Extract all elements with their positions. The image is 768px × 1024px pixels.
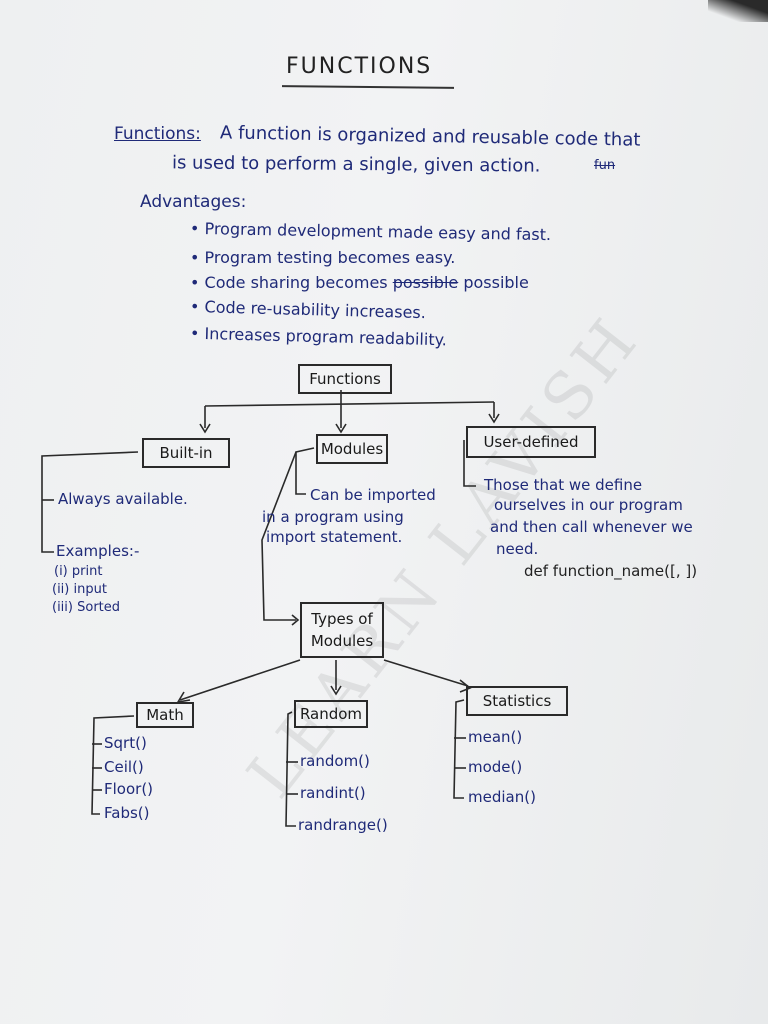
page-corner-shadow [708, 0, 768, 22]
page-title: FUNCTIONS [286, 54, 433, 79]
math-item: Floor() [104, 780, 154, 798]
node-built-in: Built-in [142, 438, 230, 468]
types-line: Modules [310, 632, 374, 650]
math-item: Sqrt() [104, 734, 147, 752]
builtin-example: (ii) input [52, 582, 107, 597]
node-functions: Functions [298, 364, 392, 394]
random-item: random() [300, 752, 370, 770]
modules-note: import statement. [266, 528, 403, 546]
statistics-item: mean() [468, 728, 523, 746]
builtin-note: Always available. [58, 490, 188, 508]
node-statistics: Statistics [466, 686, 568, 716]
user-defined-note: and then call whenever we [490, 518, 693, 536]
node-modules: Modules [316, 434, 388, 464]
types-line: Types of [311, 610, 373, 628]
math-item: Fabs() [104, 804, 150, 822]
advantage-item: • Program testing becomes easy. [190, 248, 456, 267]
builtin-example: (i) print [54, 564, 103, 579]
node-types-of-modules: Types of Modules [300, 602, 384, 658]
node-random: Random [294, 700, 368, 728]
modules-note: in a program using [262, 508, 404, 526]
random-item: randint() [300, 784, 366, 802]
user-defined-note: Those that we define [484, 476, 643, 494]
math-item: Ceil() [104, 758, 144, 776]
struck-word: possible [392, 273, 459, 292]
statistics-item: median() [468, 788, 536, 806]
modules-note: Can be imported [310, 486, 436, 504]
def-syntax: def function_name([, ]) [524, 562, 698, 580]
user-defined-note: need. [496, 540, 539, 558]
random-item: randrange() [298, 816, 388, 834]
definition-term: Functions: [114, 124, 201, 144]
builtin-example: (iii) Sorted [52, 600, 121, 615]
node-math: Math [136, 702, 194, 728]
struck-word: fun [594, 158, 616, 173]
builtin-examples-label: Examples:- [56, 542, 140, 560]
statistics-item: mode() [468, 758, 523, 776]
advantages-title: Advantages: [140, 192, 247, 212]
definition-line-2: is used to perform a single, given actio… [171, 152, 541, 177]
advantage-item: • Code sharing becomes possible possible [190, 273, 529, 292]
user-defined-note: ourselves in our program [494, 496, 683, 514]
node-user-defined: User-defined [466, 426, 596, 458]
